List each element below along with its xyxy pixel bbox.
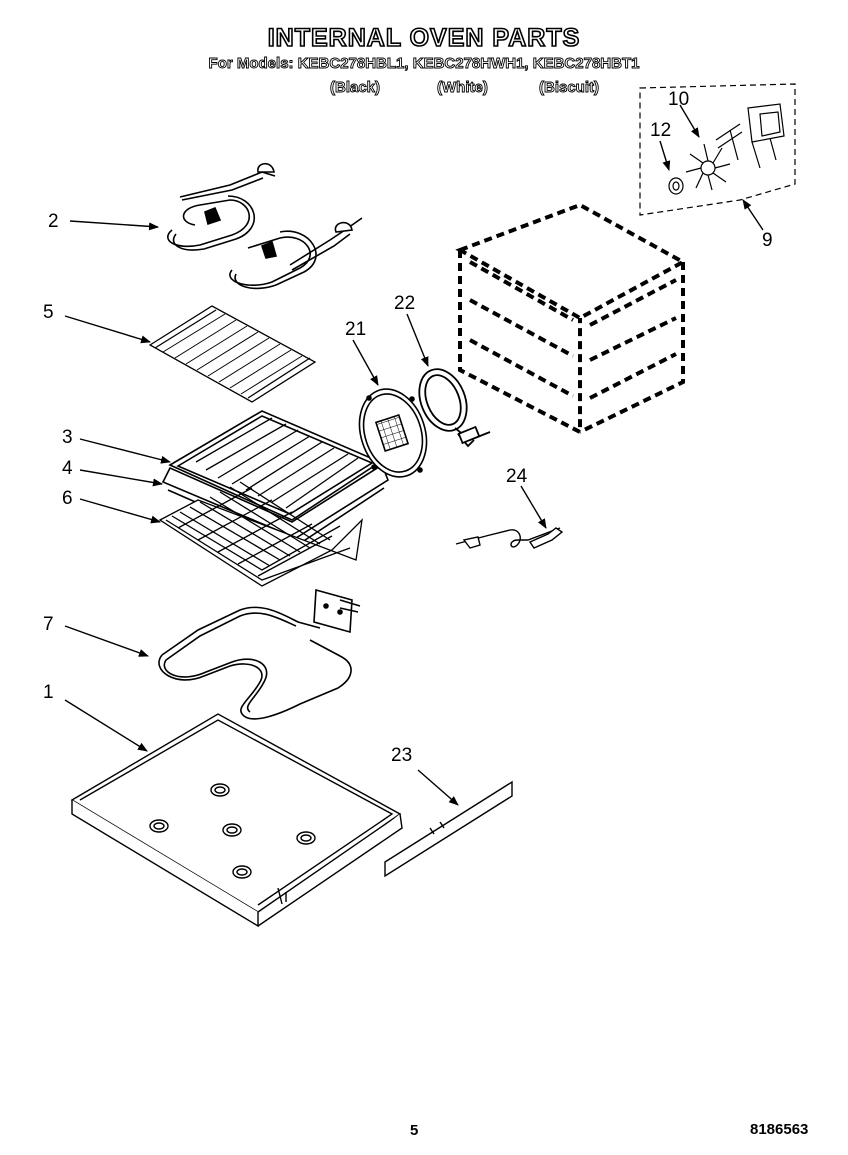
leader-24 (520, 485, 547, 529)
oven-bottom-tray (70, 713, 403, 928)
page-number: 5 (410, 1122, 419, 1139)
leader-5 (64, 315, 151, 344)
callout-1: 1 (43, 682, 54, 703)
document-number: 8186563 (750, 1121, 809, 1138)
fan-blade (685, 143, 731, 191)
callout-21: 21 (345, 319, 367, 340)
model-list: For Models: KEBC278HBL1, KEBC278HWH1, KE… (208, 55, 640, 73)
variant-biscuit: (Biscuit) (539, 79, 600, 97)
leader-4 (79, 469, 163, 487)
diagram-title: INTERNAL OVEN PARTS (267, 23, 581, 53)
leader-1 (64, 699, 148, 752)
callout-24: 24 (506, 466, 528, 487)
callout-3: 3 (62, 427, 73, 448)
fan-motor (715, 103, 785, 169)
leader-7 (64, 625, 149, 657)
callout-4: 4 (62, 458, 73, 479)
leader-10 (679, 104, 700, 138)
callout-7: 7 (43, 614, 54, 635)
leader-21 (352, 339, 379, 386)
callout-23: 23 (391, 745, 413, 766)
convection-fan-assembly (639, 83, 796, 216)
callout-6: 6 (62, 488, 73, 509)
broil-reflector-shield (148, 305, 317, 403)
leader-2 (69, 220, 159, 231)
fan-cover-plate (358, 388, 428, 478)
leader-23 (417, 769, 459, 806)
callout-9: 9 (762, 230, 773, 251)
variant-black: (Black) (330, 79, 381, 97)
fan-nut (668, 177, 684, 195)
callout-2: 2 (48, 211, 59, 232)
callout-12: 12 (650, 120, 672, 141)
callout-22: 22 (394, 293, 416, 314)
bake-element (158, 588, 361, 720)
oven-rack (158, 481, 363, 587)
variant-white: (White) (437, 79, 489, 97)
leader-12 (659, 140, 671, 171)
leader-lines (64, 104, 764, 806)
oven-cavity-liner (455, 202, 688, 436)
leader-9 (742, 199, 764, 231)
broil-element (167, 162, 363, 290)
convection-element (418, 368, 491, 448)
callout-5: 5 (43, 302, 54, 323)
temperature-sensor (455, 527, 564, 549)
leader-22 (406, 313, 429, 367)
leader-6 (79, 498, 161, 524)
callout-10: 10 (668, 89, 690, 110)
trim-strip (384, 780, 513, 878)
leader-3 (79, 438, 171, 464)
